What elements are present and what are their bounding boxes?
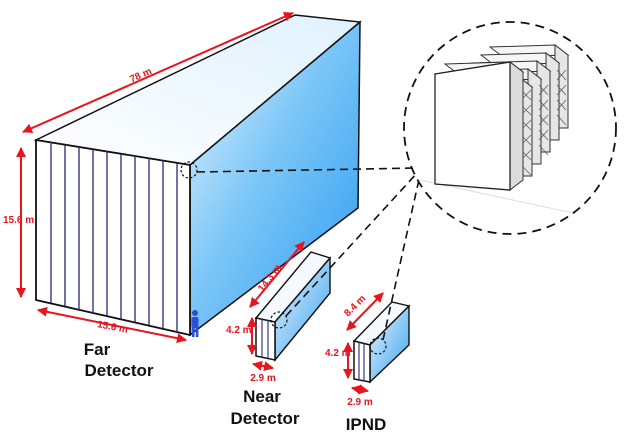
near-dimensions — [247, 241, 305, 372]
near-detector-label-2: Detector — [231, 409, 300, 428]
ipnd-width-label: 2.9 m — [347, 397, 373, 408]
person-icon — [191, 310, 199, 337]
near-zoom-marker — [270, 311, 288, 329]
far-height-label: 15.6 m — [3, 215, 34, 226]
zoom-circle-icon — [403, 21, 617, 235]
near-detector-label-1: Near — [243, 387, 281, 406]
near-height-label: 4.2 m — [226, 325, 252, 336]
near-width-label: 2.9 m — [250, 373, 276, 384]
ipnd-detector — [352, 301, 411, 384]
far-dimensions — [16, 12, 294, 344]
far-length-label: 78 m — [128, 66, 153, 85]
far-zoom-marker — [180, 161, 198, 179]
far-detector-label-2: Detector — [85, 361, 154, 380]
ipnd-length-label: 8.4 m — [342, 293, 368, 319]
ipnd-height-label: 4.2 m — [325, 348, 351, 359]
far-width-label: 15.6 m — [96, 319, 129, 336]
ipnd-label: IPND — [346, 415, 387, 434]
far-detector-front — [35, 138, 191, 337]
ipnd-dimensions — [343, 292, 384, 395]
far-detector-planes — [50, 142, 178, 332]
leader-lines — [196, 167, 421, 341]
ipnd-front — [353, 340, 371, 383]
ipnd-zoom-marker — [369, 337, 387, 355]
zoom-front-module — [434, 61, 511, 191]
far-detector-label-1: Far — [84, 340, 111, 359]
